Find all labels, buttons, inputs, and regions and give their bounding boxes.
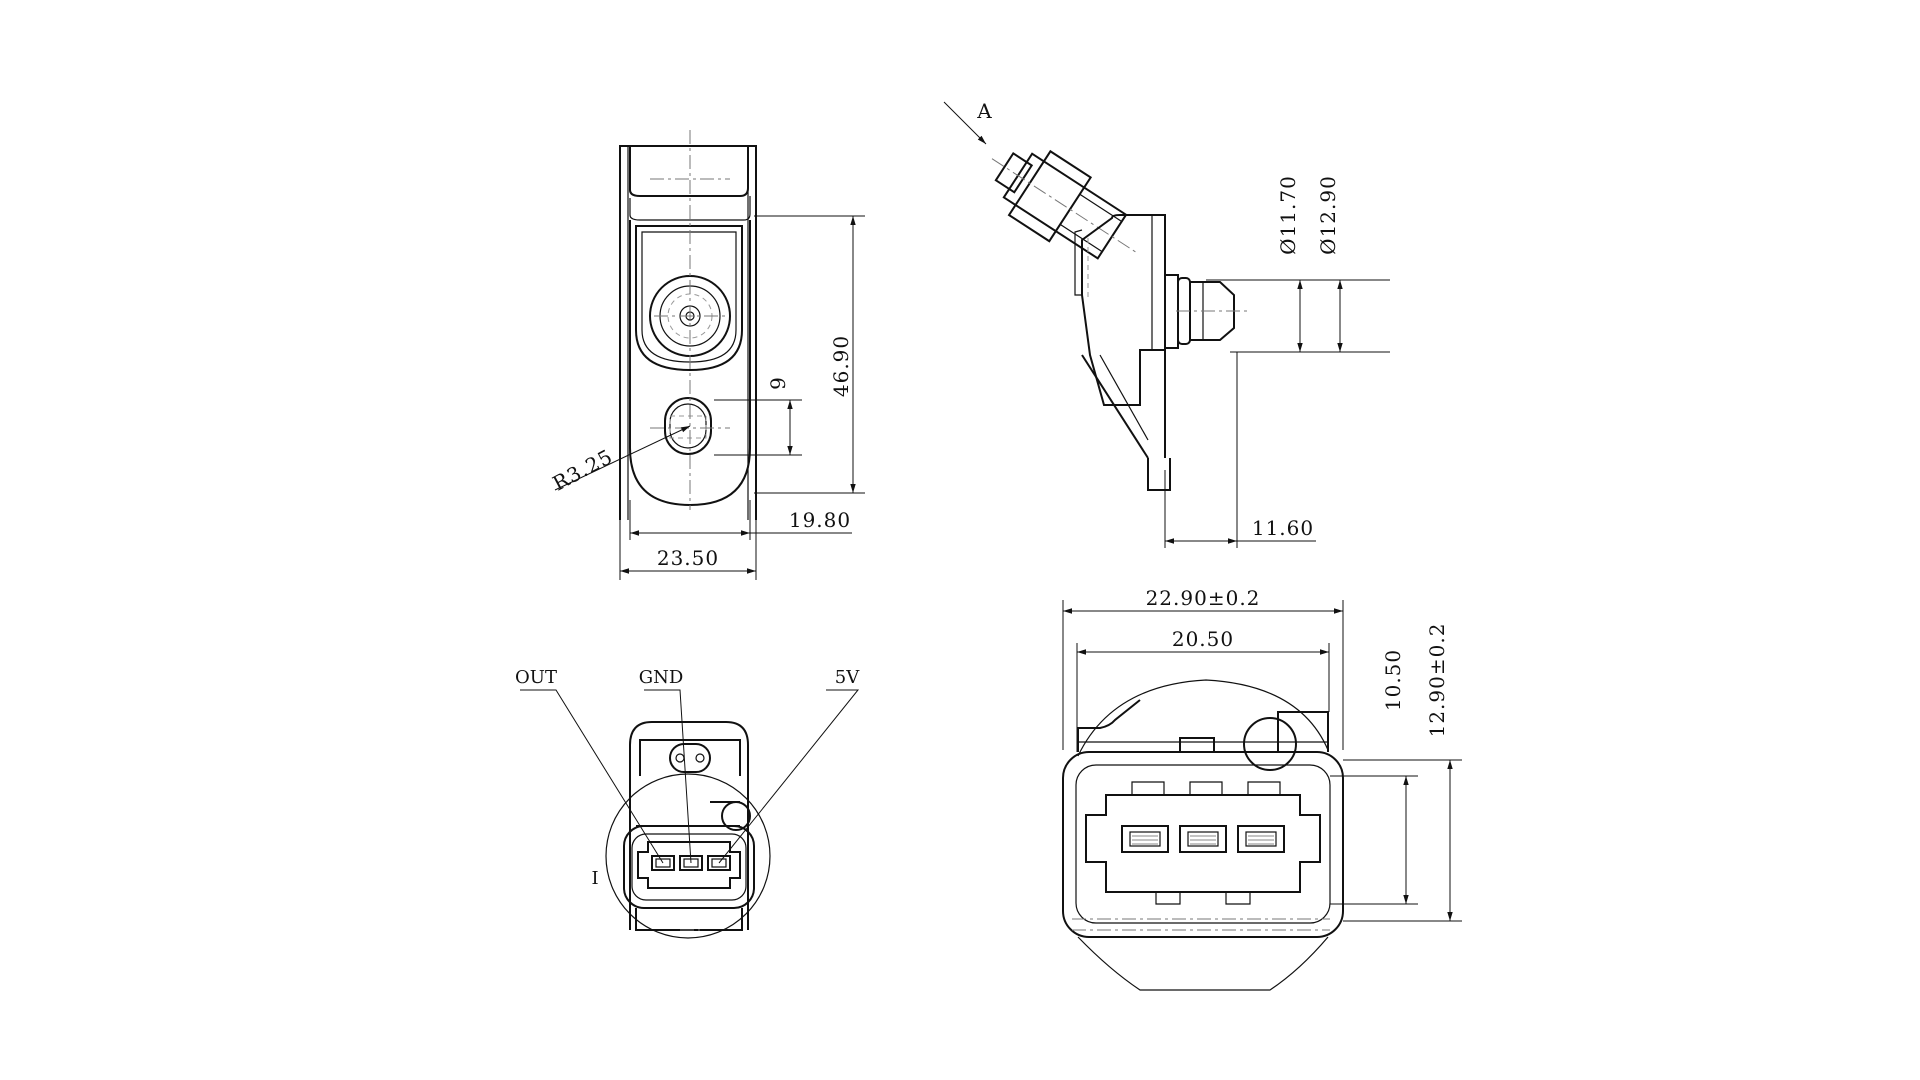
connector-end-view (605, 721, 771, 939)
dim-port-inner-diameter: Ø11.70 (1276, 175, 1300, 255)
dim-overall-height: 46.90 (829, 335, 853, 397)
dim-radius: R3.25 (549, 444, 617, 496)
pin-labels: OUT GND 5V I (515, 667, 860, 889)
dim-connector-inner-width: 20.50 (1172, 627, 1234, 651)
detail-label: I (591, 868, 598, 889)
dim-connector-inner-height: 10.50 (1381, 649, 1405, 711)
front-view (619, 130, 757, 520)
pin-label-gnd: GND (639, 667, 684, 688)
detail-i-view (1062, 679, 1344, 991)
pin-label-5v: 5V (835, 667, 860, 688)
dim-connector-outer-width: 22.90±0.2 (1146, 586, 1261, 610)
detail-dimensions: 22.90±0.2 20.50 10.50 12.90±0.2 (1062, 586, 1462, 922)
side-view-dimensions: Ø11.70 Ø12.90 11.60 (1164, 175, 1390, 548)
dim-port-outer-diameter: Ø12.90 (1316, 175, 1340, 255)
dim-overall-width: 23.50 (657, 546, 719, 570)
dim-port-length: 11.60 (1252, 516, 1314, 540)
dim-connector-outer-height: 12.90±0.2 (1425, 623, 1449, 738)
dim-inner-width: 19.80 (789, 508, 851, 532)
dim-slot-length: 9 (766, 376, 790, 390)
view-arrow-label: A (976, 99, 992, 123)
front-view-dimensions: 46.90 9 R3.25 19.80 23.50 (549, 215, 865, 580)
pin-label-out: OUT (515, 667, 557, 688)
side-view: A (943, 99, 1250, 491)
